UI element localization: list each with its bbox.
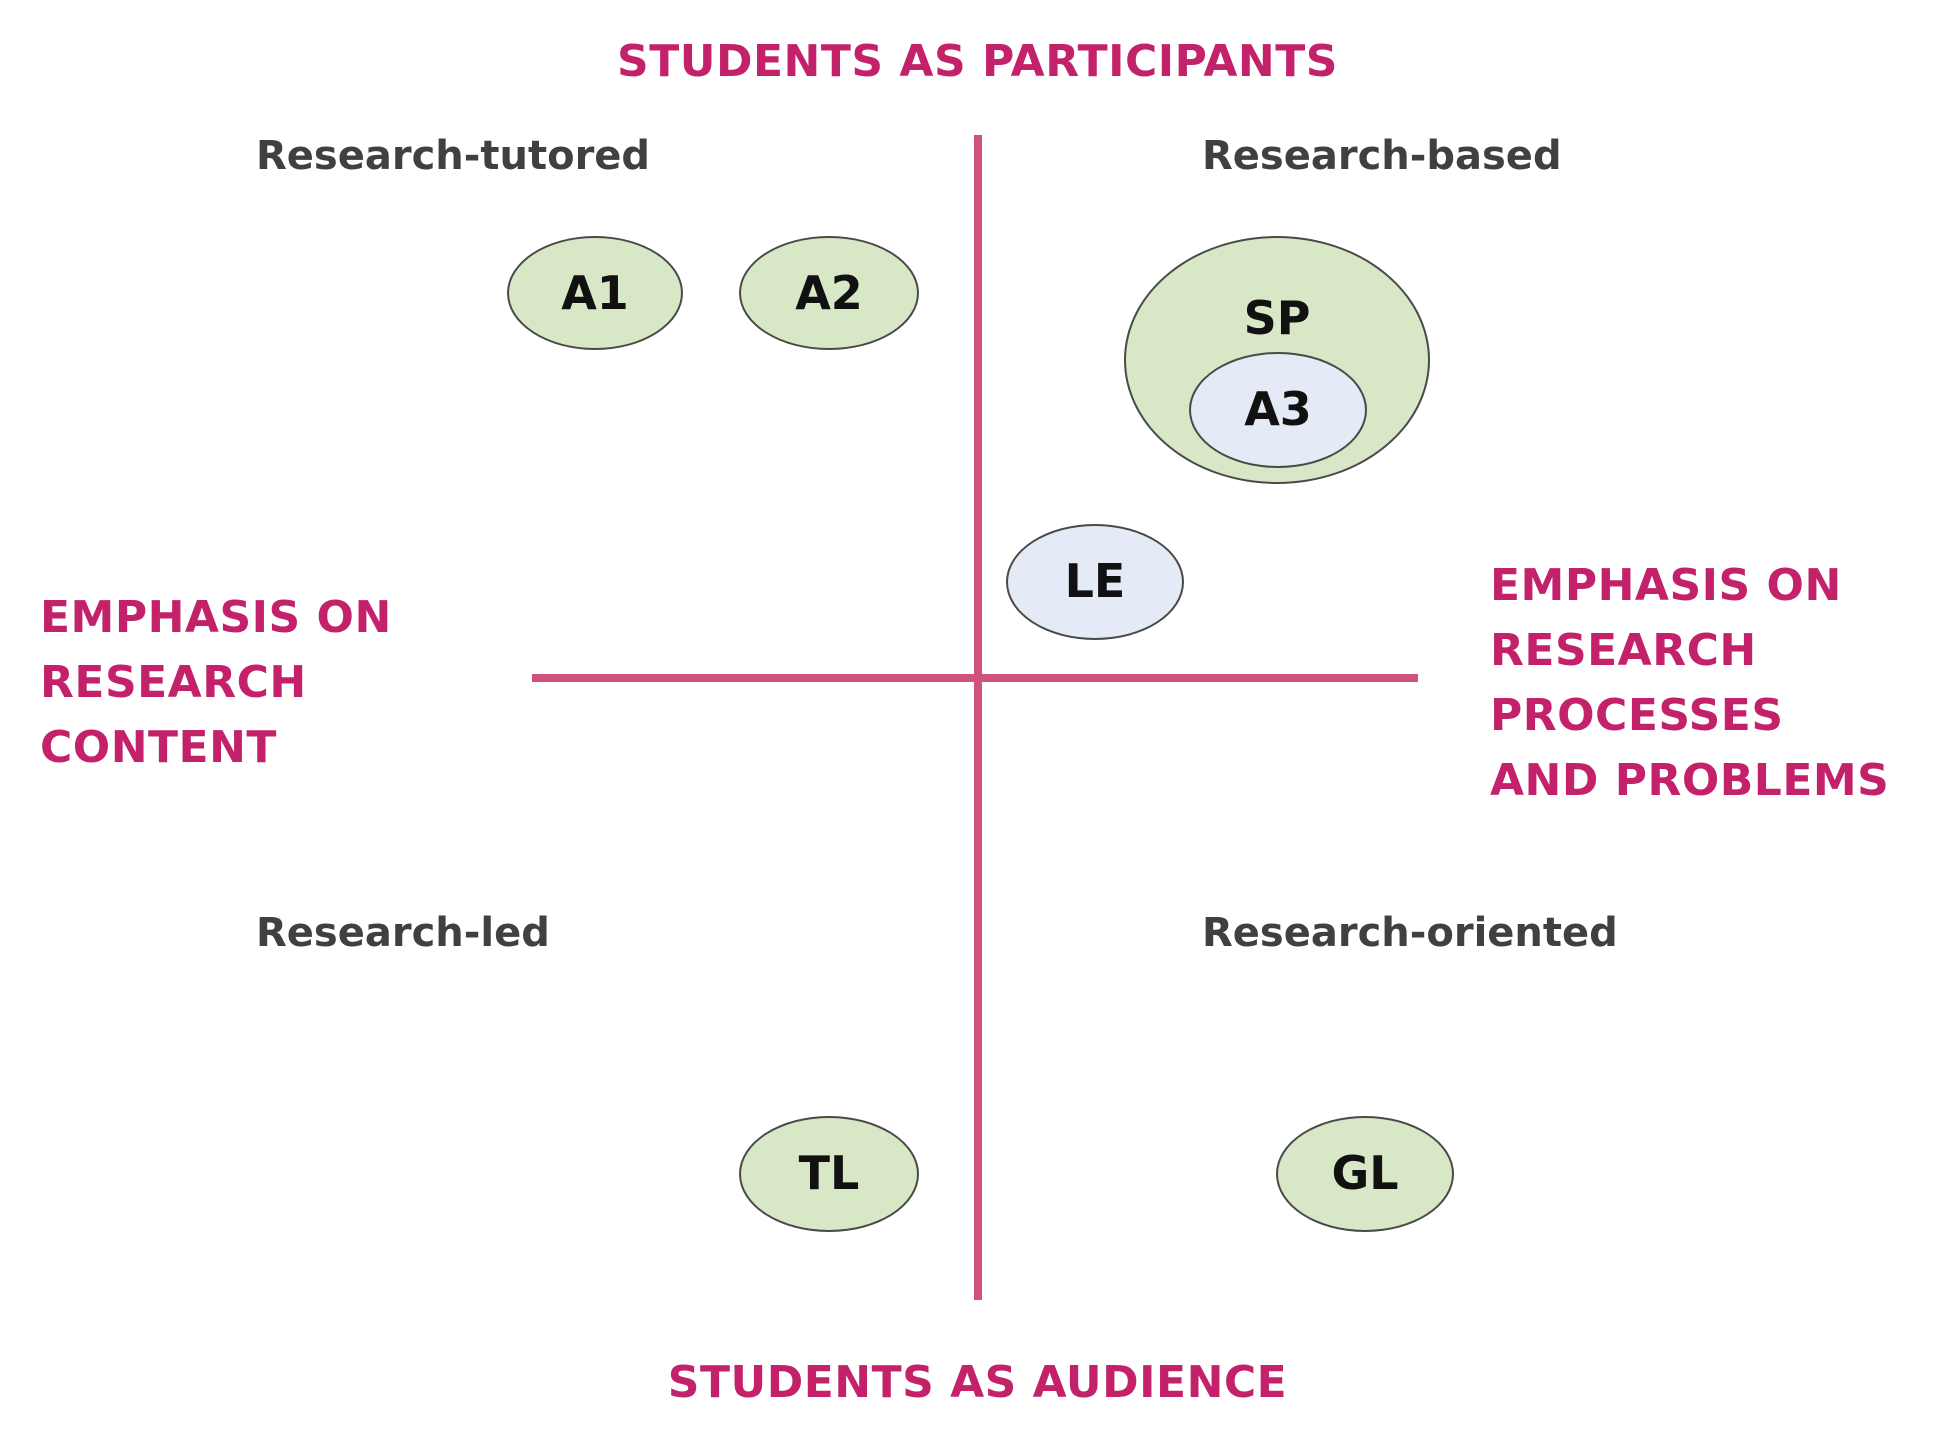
quadrant-label-top-left: Research-tutored	[256, 133, 651, 179]
node-a3-label: A3	[1244, 382, 1312, 436]
axis-right-line-3: PROCESSES	[1490, 690, 1784, 741]
axis-right-line-2: RESEARCH	[1490, 625, 1757, 676]
node-le-label: LE	[1064, 554, 1126, 608]
axis-left-line-2: RESEARCH	[40, 657, 307, 708]
node-a3: A3	[1189, 352, 1367, 468]
node-a1: A1	[507, 236, 683, 350]
axis-right-line-1: EMPHASIS ON	[1490, 560, 1842, 611]
node-tl-label: TL	[798, 1146, 860, 1200]
axis-right-line-4: AND PROBLEMS	[1490, 755, 1890, 806]
horizontal-axis-line	[532, 674, 1418, 682]
axis-title-right: EMPHASIS ON RESEARCH PROCESSES AND PROBL…	[1490, 553, 1889, 813]
quadrant-label-bottom-left: Research-led	[256, 910, 550, 956]
axis-title-left: EMPHASIS ON RESEARCH CONTENT	[40, 585, 392, 780]
quadrant-label-bottom-right: Research-oriented	[1202, 910, 1618, 956]
node-le: LE	[1006, 524, 1184, 640]
quadrant-label-top-right: Research-based	[1202, 133, 1562, 179]
node-a1-label: A1	[561, 266, 629, 320]
node-a2-label: A2	[795, 266, 863, 320]
vertical-axis-line	[974, 135, 982, 1300]
node-gl-label: GL	[1331, 1146, 1399, 1200]
axis-title-top: STUDENTS AS PARTICIPANTS	[617, 36, 1338, 87]
axis-left-line-1: EMPHASIS ON	[40, 592, 392, 643]
axis-left-line-3: CONTENT	[40, 722, 277, 773]
node-sp-label: SP	[1243, 291, 1311, 345]
node-gl: GL	[1276, 1116, 1454, 1232]
node-a2: A2	[739, 236, 919, 350]
axis-title-bottom: STUDENTS AS AUDIENCE	[667, 1357, 1288, 1408]
node-tl: TL	[739, 1116, 919, 1232]
